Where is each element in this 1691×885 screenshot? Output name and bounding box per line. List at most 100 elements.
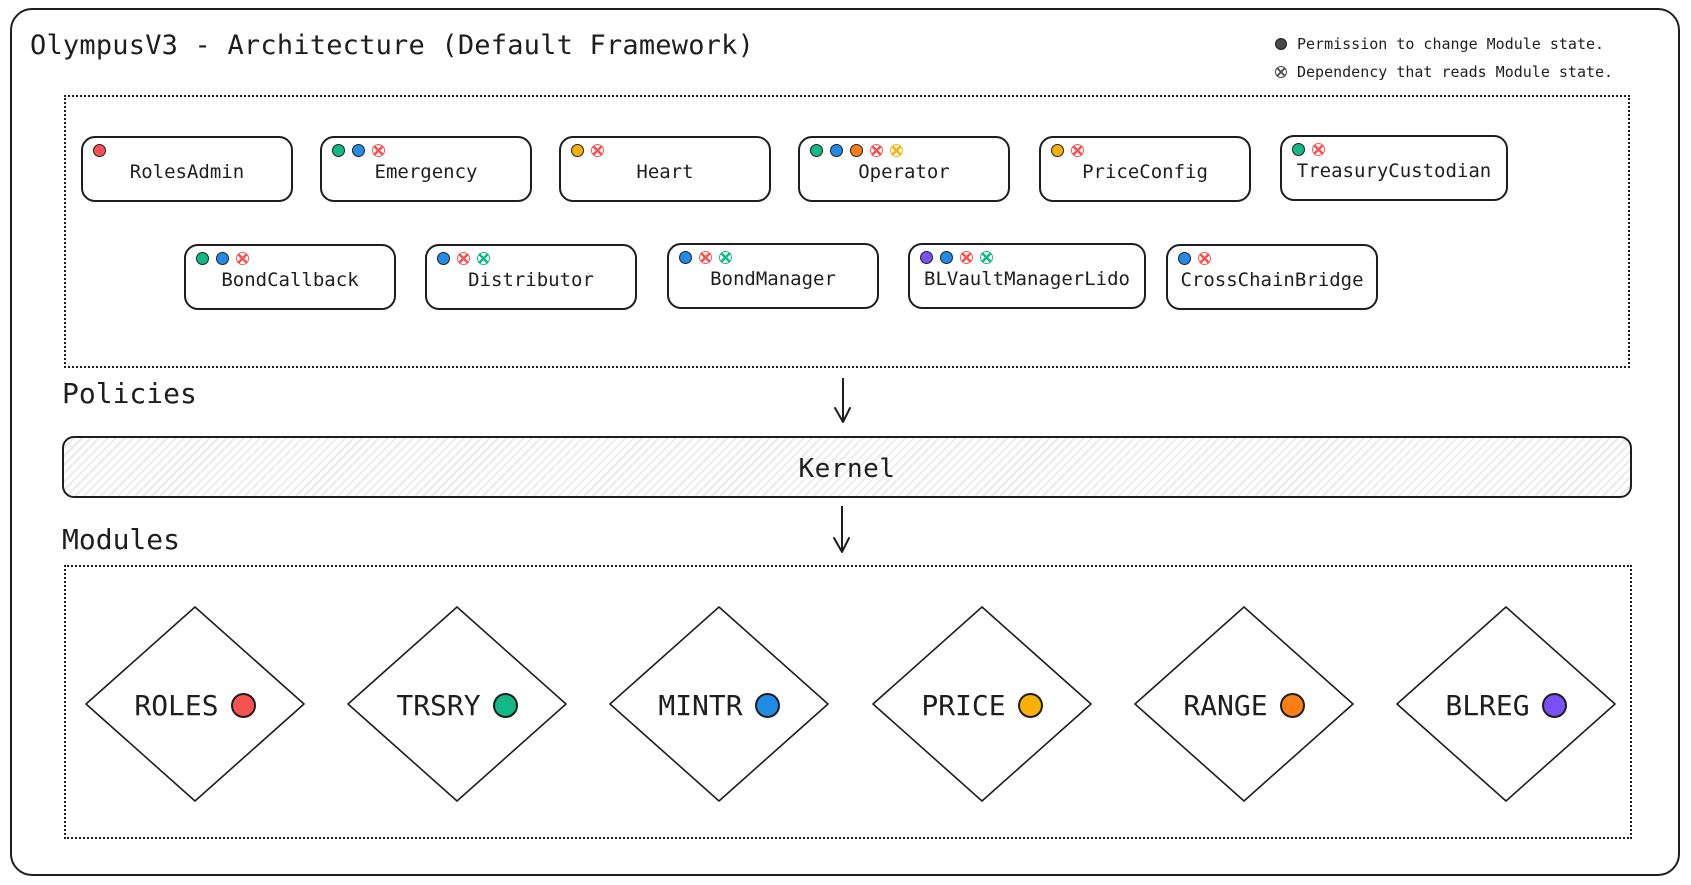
policy-name: TreasuryCustodian: [1296, 160, 1492, 182]
legend-item-dependency: Dependency that reads Module state.: [1275, 58, 1613, 86]
module-label: BLREG: [1395, 689, 1617, 722]
permission-dot-trsry: [1292, 143, 1305, 156]
dependency-dot-trsry: [980, 251, 993, 264]
policy-name: BondCallback: [221, 269, 359, 291]
legend: Permission to change Module state. Depen…: [1275, 30, 1613, 86]
permission-dot-trsry: [196, 252, 209, 265]
module-color-dot: [1017, 693, 1043, 718]
dependency-dot-roles: [1071, 144, 1084, 157]
dependency-dot-price: [890, 144, 903, 157]
policy-dots: [679, 251, 732, 264]
diamond-shape: [1134, 606, 1354, 802]
policy-dots: [1292, 143, 1325, 156]
permission-dot-roles: [93, 144, 106, 157]
permission-dot-range: [850, 144, 863, 157]
module-mintr: MINTR: [608, 605, 830, 803]
dependency-dot-roles: [870, 144, 883, 157]
permission-dot-mintr: [352, 144, 365, 157]
policy-dots: [437, 252, 490, 265]
dependency-dot-trsry: [719, 251, 732, 264]
module-price: PRICE: [871, 605, 1093, 803]
policy-dots: [920, 251, 993, 264]
module-name: BLREG: [1445, 689, 1530, 722]
module-label: TRSRY: [346, 689, 568, 722]
policy-dots: [810, 144, 903, 157]
module-label: ROLES: [84, 689, 306, 722]
policy-bond-manager: BondManager: [667, 243, 879, 309]
permission-dot-mintr: [1178, 252, 1191, 265]
kernel-bar: Kernel: [62, 436, 1632, 498]
policy-treasury-custodian: TreasuryCustodian: [1280, 135, 1508, 201]
module-color-dot: [492, 693, 518, 718]
policy-emergency: Emergency: [320, 136, 532, 202]
policy-heart: Heart: [559, 136, 771, 202]
modules-label: Modules: [62, 523, 181, 556]
permission-dot-mintr: [216, 252, 229, 265]
legend-permission-text: Permission to change Module state.: [1297, 35, 1605, 53]
module-label: PRICE: [871, 689, 1093, 722]
policy-name: BLVaultManagerLido: [924, 268, 1130, 290]
module-name: RANGE: [1183, 689, 1268, 722]
permission-dot-mintr: [830, 144, 843, 157]
module-name: ROLES: [134, 689, 219, 722]
policy-name: CrossChainBridge: [1180, 269, 1364, 291]
policy-distributor: Distributor: [425, 244, 637, 310]
module-name: TRSRY: [396, 689, 481, 722]
modules-zone: [64, 565, 1632, 839]
module-color-dot: [230, 693, 256, 718]
solid-dot-icon: [1275, 38, 1287, 50]
policy-dots: [1051, 144, 1084, 157]
policy-bond-callback: BondCallback: [184, 244, 396, 310]
policy-operator: Operator: [798, 136, 1010, 202]
diamond-shape: [85, 606, 305, 802]
permission-dot-trsry: [332, 144, 345, 157]
hatched-dot-icon: [1275, 66, 1287, 78]
module-blreg: BLREG: [1395, 605, 1617, 803]
module-range: RANGE: [1133, 605, 1355, 803]
module-color-dot: [1541, 693, 1567, 718]
diamond-shape: [872, 606, 1092, 802]
dependency-dot-roles: [699, 251, 712, 264]
diagram-title: OlympusV3 - Architecture (Default Framew…: [30, 30, 755, 61]
permission-dot-blreg: [920, 251, 933, 264]
policy-dots: [571, 144, 604, 157]
policy-name: Heart: [636, 161, 694, 183]
policy-cross-chain-bridge: CrossChainBridge: [1166, 244, 1378, 310]
policy-dots: [93, 144, 106, 157]
dependency-dot-roles: [1198, 252, 1211, 265]
policy-name: Operator: [858, 161, 950, 183]
permission-dot-mintr: [940, 251, 953, 264]
legend-dependency-text: Dependency that reads Module state.: [1297, 63, 1614, 81]
dependency-dot-roles: [960, 251, 973, 264]
diamond-shape: [347, 606, 567, 802]
legend-item-permission: Permission to change Module state.: [1275, 30, 1613, 58]
diamond-shape: [1396, 606, 1616, 802]
dependency-dot-roles: [591, 144, 604, 157]
policy-name: BondManager: [710, 268, 836, 290]
policy-dots: [196, 252, 249, 265]
kernel-label: Kernel: [798, 454, 896, 484]
permission-dot-price: [571, 144, 584, 157]
policy-dots: [1178, 252, 1211, 265]
policy-roles-admin: RolesAdmin: [81, 136, 293, 202]
module-color-dot: [754, 693, 780, 718]
permission-dot-mintr: [679, 251, 692, 264]
policy-name: PriceConfig: [1082, 161, 1208, 183]
dependency-dot-roles: [457, 252, 470, 265]
module-trsry: TRSRY: [346, 605, 568, 803]
module-name: PRICE: [921, 689, 1006, 722]
permission-dot-mintr: [437, 252, 450, 265]
diagram-frame: [10, 8, 1680, 876]
policies-zone: RolesAdmin Emergency Heart Operator Pric…: [64, 95, 1630, 368]
policy-blvault-manager-lido: BLVaultManagerLido: [908, 243, 1146, 309]
module-label: RANGE: [1133, 689, 1355, 722]
policies-label: Policies: [62, 377, 197, 410]
policy-name: Emergency: [374, 161, 478, 183]
permission-dot-trsry: [810, 144, 823, 157]
policy-price-config: PriceConfig: [1039, 136, 1251, 202]
arrow-down-icon: [834, 378, 851, 423]
module-label: MINTR: [608, 689, 830, 722]
policy-dots: [332, 144, 385, 157]
module-name: MINTR: [658, 689, 743, 722]
module-color-dot: [1279, 693, 1305, 718]
